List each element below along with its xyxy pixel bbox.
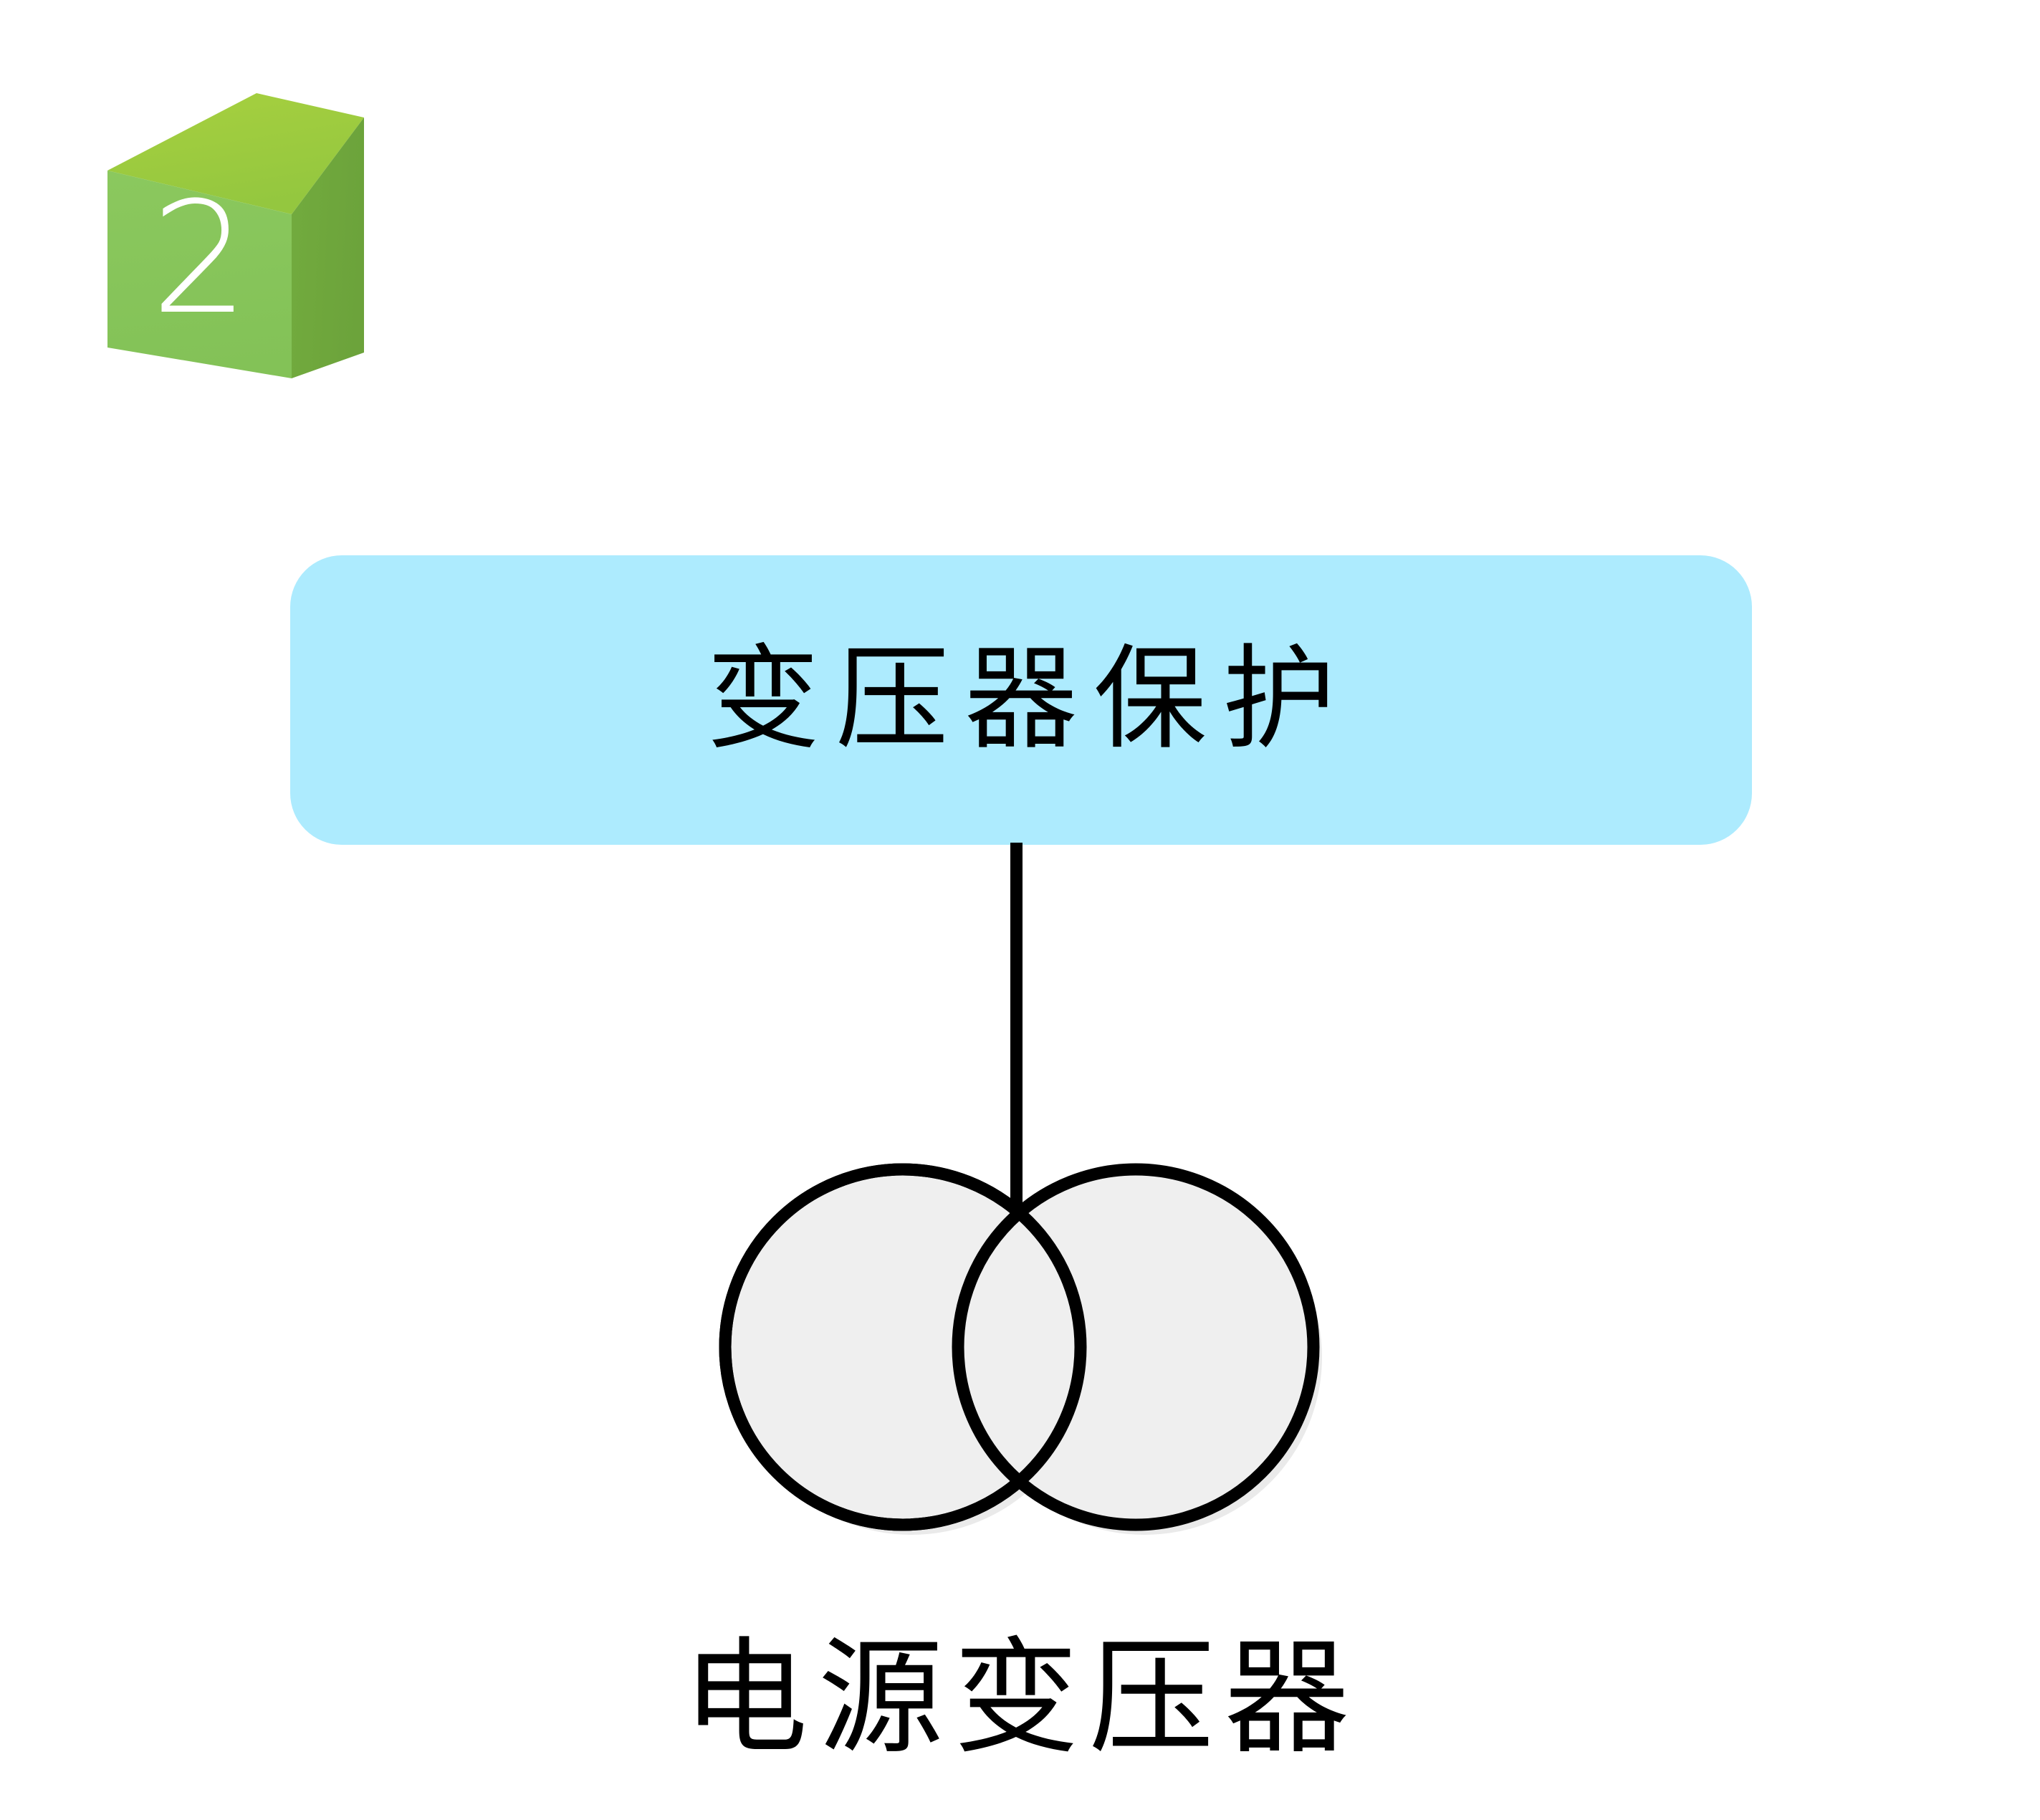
primary-winding-outline (719, 1163, 1087, 1531)
title-label: 变压器保护 (707, 633, 1351, 766)
cube-front-face (107, 171, 292, 378)
vertical-connector-line (1010, 843, 1023, 1215)
transformer-caption: 电源变压器 (290, 1627, 1752, 1771)
secondary-winding-circle (952, 1163, 1320, 1531)
transformer-caption-label: 电源变压器 (682, 1626, 1360, 1771)
cube-right-face (292, 118, 364, 378)
transformer-symbol (688, 1139, 1361, 1569)
cube-top-face (107, 93, 364, 214)
step-number-cube: 2 (93, 93, 380, 401)
title-banner: 变压器保护 (290, 555, 1752, 845)
